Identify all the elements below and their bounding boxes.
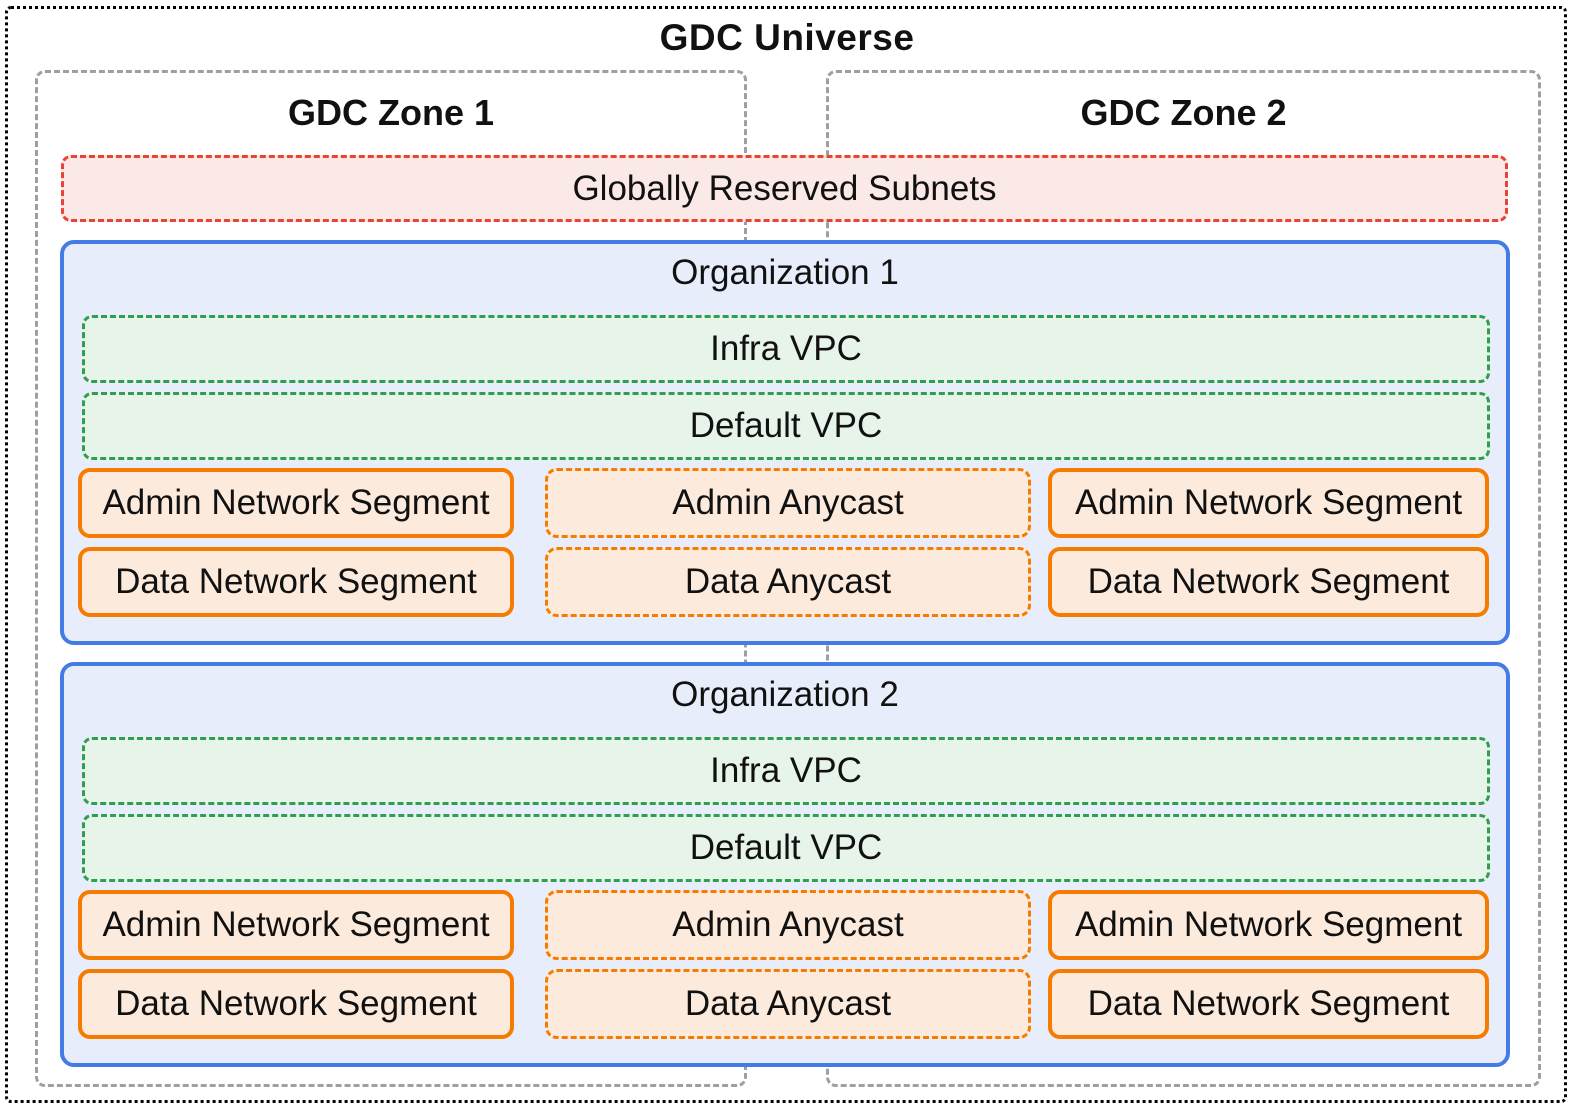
organization-2-title: Organization 2 [671,675,899,714]
universe-title: GDC Universe [659,17,915,58]
org1-zone1-admin-network-segment-box: Admin Network Segment [78,468,514,538]
gdc-zone-2-title: GDC Zone 2 [1080,92,1287,133]
org1-zone1-data-network-segment-box: Data Network Segment [78,547,514,617]
gdc-zone-1-title: GDC Zone 1 [287,92,494,133]
org2-default-vpc-box: Default VPC [82,814,1490,882]
org1-infra-vpc-box: Infra VPC [82,315,1490,383]
org2-zone1-admin-network-segment-box: Admin Network Segment [78,890,514,960]
organization-1-title: Organization 1 [671,253,899,292]
org2-zone2-data-network-segment-box: Data Network Segment [1048,969,1489,1039]
globally-reserved-subnets-box: Globally Reserved Subnets [61,155,1508,222]
org1-admin-anycast-box: Admin Anycast [545,468,1031,538]
org2-infra-vpc-box: Infra VPC [82,737,1490,805]
org1-default-vpc-box: Default VPC [82,392,1490,460]
org2-zone2-admin-network-segment-box: Admin Network Segment [1048,890,1489,960]
org1-zone2-data-network-segment-box: Data Network Segment [1048,547,1489,617]
universe-dotted-border [5,6,1567,1103]
org2-zone1-data-network-segment-box: Data Network Segment [78,969,514,1039]
org1-data-anycast-box: Data Anycast [545,547,1031,617]
org1-zone2-admin-network-segment-box: Admin Network Segment [1048,468,1489,538]
organization-2-container: Organization 2 Infra VPC Default VPC Adm… [60,662,1510,1067]
org2-admin-anycast-box: Admin Anycast [545,890,1031,960]
organization-1-container: Organization 1 Infra VPC Default VPC Adm… [60,240,1510,645]
org2-data-anycast-box: Data Anycast [545,969,1031,1039]
